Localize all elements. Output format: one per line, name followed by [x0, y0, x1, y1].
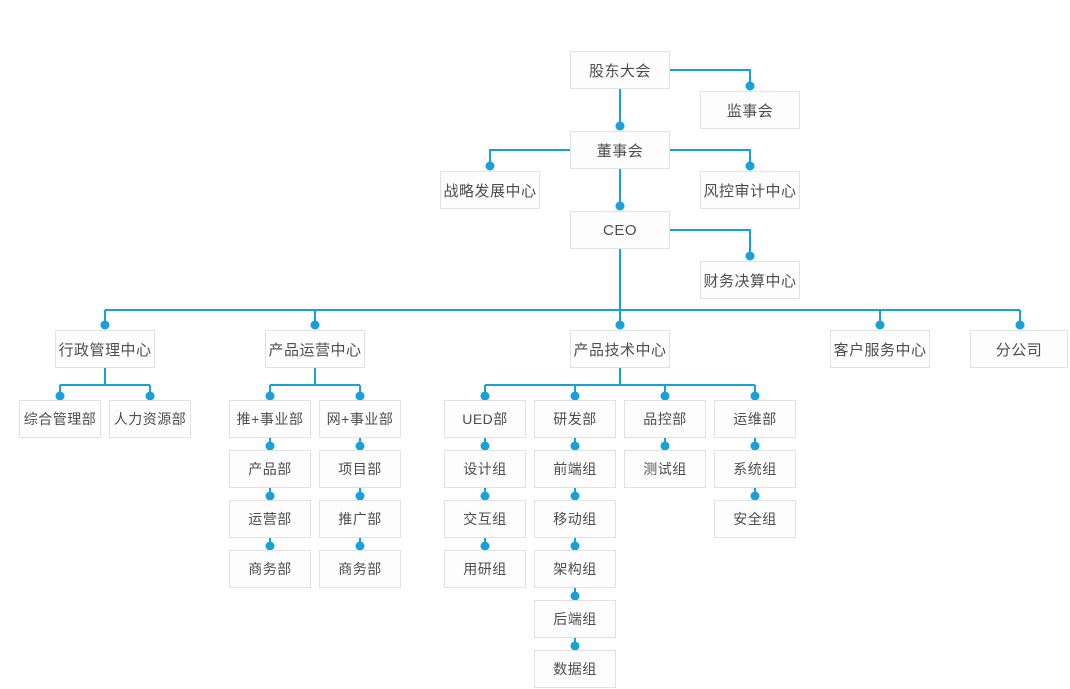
org-node-test-group: 测试组 — [624, 450, 706, 488]
org-node-label: 商务部 — [248, 561, 292, 577]
org-node-label: 风控审计中心 — [703, 182, 797, 200]
org-node-label: UED部 — [462, 411, 508, 427]
org-node-label: 产品技术中心 — [573, 341, 667, 359]
org-node-design-group: 设计组 — [444, 450, 526, 488]
org-node-label: 客户服务中心 — [833, 341, 927, 359]
org-node-system-group: 系统组 — [714, 450, 796, 488]
org-node-architecture-group: 架构组 — [534, 550, 616, 588]
org-node-product-operation-center: 产品运营中心 — [265, 330, 365, 368]
org-node-product-tech-center: 产品技术中心 — [570, 330, 670, 368]
org-node-label: 品控部 — [643, 411, 687, 427]
org-node-mobile-group: 移动组 — [534, 500, 616, 538]
org-node-tui-business-dept: 推+事业部 — [229, 400, 311, 438]
org-node-ued-dept: UED部 — [444, 400, 526, 438]
org-node-board-of-directors: 董事会 — [570, 131, 670, 169]
org-node-interaction-group: 交互组 — [444, 500, 526, 538]
org-node-shareholders-meeting: 股东大会 — [570, 51, 670, 89]
org-node-label: 产品部 — [248, 461, 292, 477]
org-node-label: 战略发展中心 — [443, 182, 537, 200]
org-node-hr-dept: 人力资源部 — [109, 400, 191, 438]
org-node-label: 用研组 — [463, 561, 507, 577]
org-node-supervisory-board: 监事会 — [700, 91, 800, 129]
org-node-data-group: 数据组 — [534, 650, 616, 688]
org-node-label: 运营部 — [248, 511, 292, 527]
org-node-product-dept: 产品部 — [229, 450, 311, 488]
org-node-qc-dept: 品控部 — [624, 400, 706, 438]
org-node-label: 后端组 — [553, 611, 597, 627]
org-node-rd-dept: 研发部 — [534, 400, 616, 438]
org-node-label: 移动组 — [553, 511, 597, 527]
org-node-ops-maintenance-dept: 运维部 — [714, 400, 796, 438]
org-node-finance-settlement-center: 财务决算中心 — [700, 261, 800, 299]
org-node-label: 股东大会 — [588, 62, 651, 80]
org-node-label: 推+事业部 — [236, 411, 304, 427]
org-node-promotion-dept: 推广部 — [319, 500, 401, 538]
org-node-label: 商务部 — [338, 561, 382, 577]
org-node-label: 产品运营中心 — [268, 341, 362, 359]
org-node-operation-dept: 运营部 — [229, 500, 311, 538]
org-node-label: 系统组 — [733, 461, 777, 477]
org-node-label: 前端组 — [553, 461, 597, 477]
org-node-frontend-group: 前端组 — [534, 450, 616, 488]
org-node-label: 董事会 — [596, 142, 644, 160]
org-node-business-dept-2: 商务部 — [319, 550, 401, 588]
org-node-general-management-dept: 综合管理部 — [19, 400, 101, 438]
org-node-strategy-development-center: 战略发展中心 — [440, 171, 540, 209]
org-node-backend-group: 后端组 — [534, 600, 616, 638]
org-node-branch-company: 分公司 — [970, 330, 1068, 368]
org-node-security-group: 安全组 — [714, 500, 796, 538]
org-node-label: CEO — [602, 221, 637, 239]
org-node-label: 安全组 — [733, 511, 777, 527]
org-node-label: 项目部 — [338, 461, 382, 477]
org-node-label: 运维部 — [733, 411, 777, 427]
org-node-label: 研发部 — [553, 411, 597, 427]
org-node-label: 数据组 — [553, 661, 597, 677]
org-node-label: 人力资源部 — [113, 411, 187, 427]
org-node-label: 财务决算中心 — [703, 272, 797, 290]
org-node-user-research-group: 用研组 — [444, 550, 526, 588]
org-node-ceo: CEO — [570, 211, 670, 249]
org-node-customer-service-center: 客户服务中心 — [830, 330, 930, 368]
org-node-label: 交互组 — [463, 511, 507, 527]
org-node-label: 行政管理中心 — [58, 341, 152, 359]
org-node-admin-management-center: 行政管理中心 — [55, 330, 155, 368]
org-node-business-dept-1: 商务部 — [229, 550, 311, 588]
org-node-wang-business-dept: 网+事业部 — [319, 400, 401, 438]
org-node-label: 设计组 — [463, 461, 507, 477]
org-node-label: 分公司 — [995, 341, 1043, 359]
org-node-label: 监事会 — [726, 102, 774, 120]
org-node-label: 综合管理部 — [23, 411, 97, 427]
org-node-project-dept: 项目部 — [319, 450, 401, 488]
org-node-label: 网+事业部 — [326, 411, 394, 427]
org-node-risk-audit-center: 风控审计中心 — [700, 171, 800, 209]
org-node-label: 架构组 — [553, 561, 597, 577]
org-node-label: 推广部 — [338, 511, 382, 527]
org-node-label: 测试组 — [643, 461, 687, 477]
